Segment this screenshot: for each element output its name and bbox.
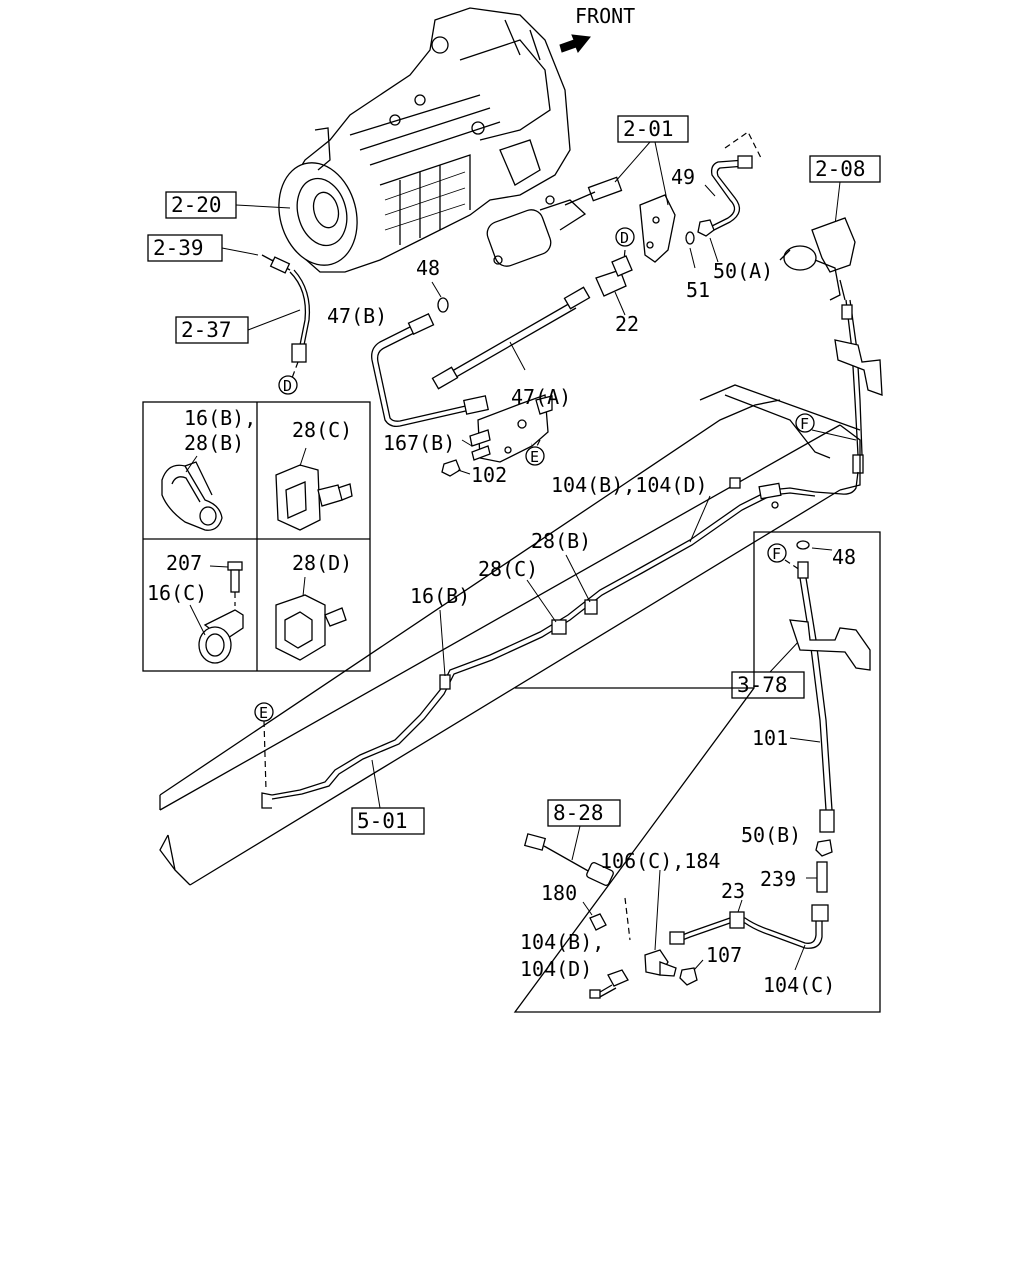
pipe-104c <box>669 899 829 971</box>
callout-49: 49 <box>671 165 695 189</box>
ref-box-2-39[interactable]: 2-39 <box>147 234 259 262</box>
callout-104b-low: 104(B), <box>520 930 604 954</box>
panel-label-28c: 28(C) <box>292 418 352 442</box>
washer-51 <box>685 231 696 269</box>
ref-box-3-78[interactable]: 3-78 <box>731 639 805 699</box>
clutch-hose-left <box>261 254 311 379</box>
clip-16c-icon <box>189 561 244 664</box>
pipe-104bd-low <box>589 969 629 999</box>
svg-text:F: F <box>772 545 781 563</box>
front-arrow-icon <box>559 34 591 53</box>
marker-f-inset: F <box>767 543 801 571</box>
pipe-47a <box>431 286 591 390</box>
chassis-frame-rail <box>159 384 861 886</box>
callout-48-top: 48 <box>416 256 440 280</box>
svg-text:D: D <box>620 229 629 247</box>
callout-47a: 47(A) <box>511 385 571 409</box>
callout-48-inset: 48 <box>832 545 856 569</box>
svg-text:2-39: 2-39 <box>153 236 204 260</box>
fitting-48-top <box>431 281 449 313</box>
ref-box-2-08[interactable]: 2-08 <box>809 155 881 226</box>
callout-239: 239 <box>760 867 796 891</box>
callout-28c-mid: 28(C) <box>478 557 538 581</box>
clip-16b-icon <box>161 455 223 531</box>
switch-8-28 <box>523 833 614 886</box>
bracket-167b-assembly <box>441 394 553 477</box>
svg-text:2-01: 2-01 <box>623 117 674 141</box>
callout-180: 180 <box>541 881 577 905</box>
fitting-239 <box>806 861 828 893</box>
panel-label-28d: 28(D) <box>292 551 352 575</box>
callout-51: 51 <box>686 278 710 302</box>
front-label: FRONT <box>575 4 635 28</box>
svg-text:3-78: 3-78 <box>737 673 788 697</box>
hose-101 <box>789 540 871 833</box>
callout-104c: 104(C) <box>763 973 835 997</box>
marker-d-left: D <box>278 375 298 395</box>
nut-50a <box>697 219 719 263</box>
callout-167b: 167(B) <box>383 431 455 455</box>
callout-106c-184: 106(C),184 <box>600 849 720 873</box>
mounting-bracket-2-01 <box>639 194 676 263</box>
panel-label-207: 207 <box>166 551 202 575</box>
svg-text:E: E <box>530 448 539 466</box>
callout-28b-mid: 28(B) <box>531 529 591 553</box>
clip-28d-icon <box>275 576 347 661</box>
front-direction-indicator: FRONT <box>559 4 635 53</box>
union-fitting-22 <box>595 249 633 316</box>
svg-text:5-01: 5-01 <box>357 809 408 833</box>
clutch-master-cylinder <box>779 217 856 301</box>
inset-panel <box>513 531 881 1013</box>
callout-47b: 47(B) <box>327 304 387 328</box>
pipe-104-along-frame <box>261 477 816 809</box>
callout-104d-low: 104(D) <box>520 957 592 981</box>
ref-box-2-01[interactable]: 2-01 <box>614 115 689 206</box>
svg-text:F: F <box>800 415 809 433</box>
callout-104bd-top: 104(B),104(D) <box>551 473 708 497</box>
ref-box-8-28[interactable]: 8-28 <box>547 799 621 861</box>
callout-107: 107 <box>706 943 742 967</box>
marker-d-right: D <box>615 227 635 247</box>
transmission-assembly <box>278 7 571 273</box>
callout-22: 22 <box>615 312 639 336</box>
svg-text:D: D <box>283 377 292 395</box>
pipe-49 <box>704 131 763 231</box>
svg-text:2-20: 2-20 <box>171 193 222 217</box>
union-106c <box>624 869 677 977</box>
panel-label-28b: 28(B) <box>184 431 244 455</box>
nut-107 <box>679 959 704 986</box>
svg-text:8-28: 8-28 <box>553 801 604 825</box>
panel-label-16b: 16(B), <box>184 406 256 430</box>
nut-50b <box>815 839 833 857</box>
callout-16b-mid: 16(B) <box>410 584 470 608</box>
panel-label-16c: 16(C) <box>147 581 207 605</box>
svg-text:E: E <box>259 704 268 722</box>
clip-28c-icon <box>275 447 353 531</box>
hose-master-to-frame <box>814 299 883 495</box>
ref-box-2-20[interactable]: 2-20 <box>165 191 291 219</box>
ref-box-5-01[interactable]: 5-01 <box>351 759 425 835</box>
callout-50b: 50(B) <box>741 823 801 847</box>
ref-box-2-37[interactable]: 2-37 <box>175 309 301 344</box>
svg-text:2-37: 2-37 <box>181 318 232 342</box>
callout-23: 23 <box>721 879 745 903</box>
pipe-47b <box>371 313 489 428</box>
callout-50a: 50(A) <box>713 259 773 283</box>
callout-102: 102 <box>471 463 507 487</box>
clutch-slave-cylinder <box>486 176 623 267</box>
fitting-180 <box>582 901 607 931</box>
marker-e-mid: E <box>525 446 545 466</box>
callout-101: 101 <box>752 726 788 750</box>
clip-detail-panel: 16(B), 28(B) 28(C) 207 16(C) 28(D) <box>142 401 371 672</box>
svg-text:2-08: 2-08 <box>815 157 866 181</box>
marker-f-top: F <box>795 413 857 441</box>
marker-e-low: E <box>254 702 274 791</box>
